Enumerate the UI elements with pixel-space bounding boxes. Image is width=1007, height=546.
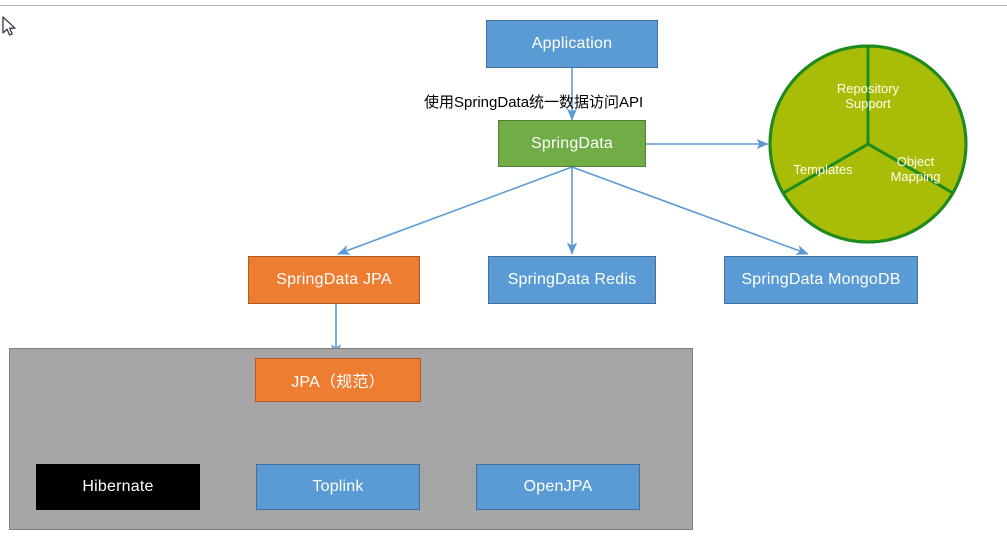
- node-toplink-label: Toplink: [312, 478, 364, 495]
- edge-label-unified-data-access-api: 使用SpringData统一数据访问API: [424, 94, 644, 111]
- node-springdata-redis-label: SpringData Redis: [507, 271, 637, 288]
- node-application-label: Application: [531, 35, 613, 52]
- node-jpa-specification-label: JPA（规范）: [291, 374, 385, 391]
- node-hibernate-label: Hibernate: [82, 478, 154, 495]
- node-toplink[interactable]: Toplink: [256, 464, 420, 510]
- node-jpa-specification[interactable]: JPA（规范）: [255, 358, 421, 402]
- pie-svg: [768, 44, 968, 244]
- springdata-features-pie-chart: Repository Support Templates Object Mapp…: [768, 44, 968, 244]
- connector-springdata-to-jpa: [337, 166, 573, 255]
- node-springdata-label: SpringData: [530, 134, 614, 152]
- node-springdata-jpa[interactable]: SpringData JPA: [248, 256, 420, 304]
- node-springdata-mongodb-label: SpringData MongoDB: [741, 271, 901, 288]
- node-springdata-jpa-label: SpringData JPA: [276, 271, 392, 288]
- node-openjpa[interactable]: OpenJPA: [476, 464, 640, 510]
- pie-outline: [768, 44, 968, 244]
- node-springdata[interactable]: SpringData: [498, 120, 646, 167]
- mouse-cursor-icon: [2, 16, 16, 36]
- node-application[interactable]: Application: [486, 20, 658, 68]
- node-hibernate[interactable]: Hibernate: [36, 464, 200, 510]
- node-springdata-redis[interactable]: SpringData Redis: [488, 256, 656, 304]
- window-top-divider: [0, 5, 1007, 6]
- node-openjpa-label: OpenJPA: [523, 478, 593, 495]
- node-springdata-mongodb[interactable]: SpringData MongoDB: [724, 256, 918, 304]
- connector-springdata-to-mongodb: [571, 166, 809, 255]
